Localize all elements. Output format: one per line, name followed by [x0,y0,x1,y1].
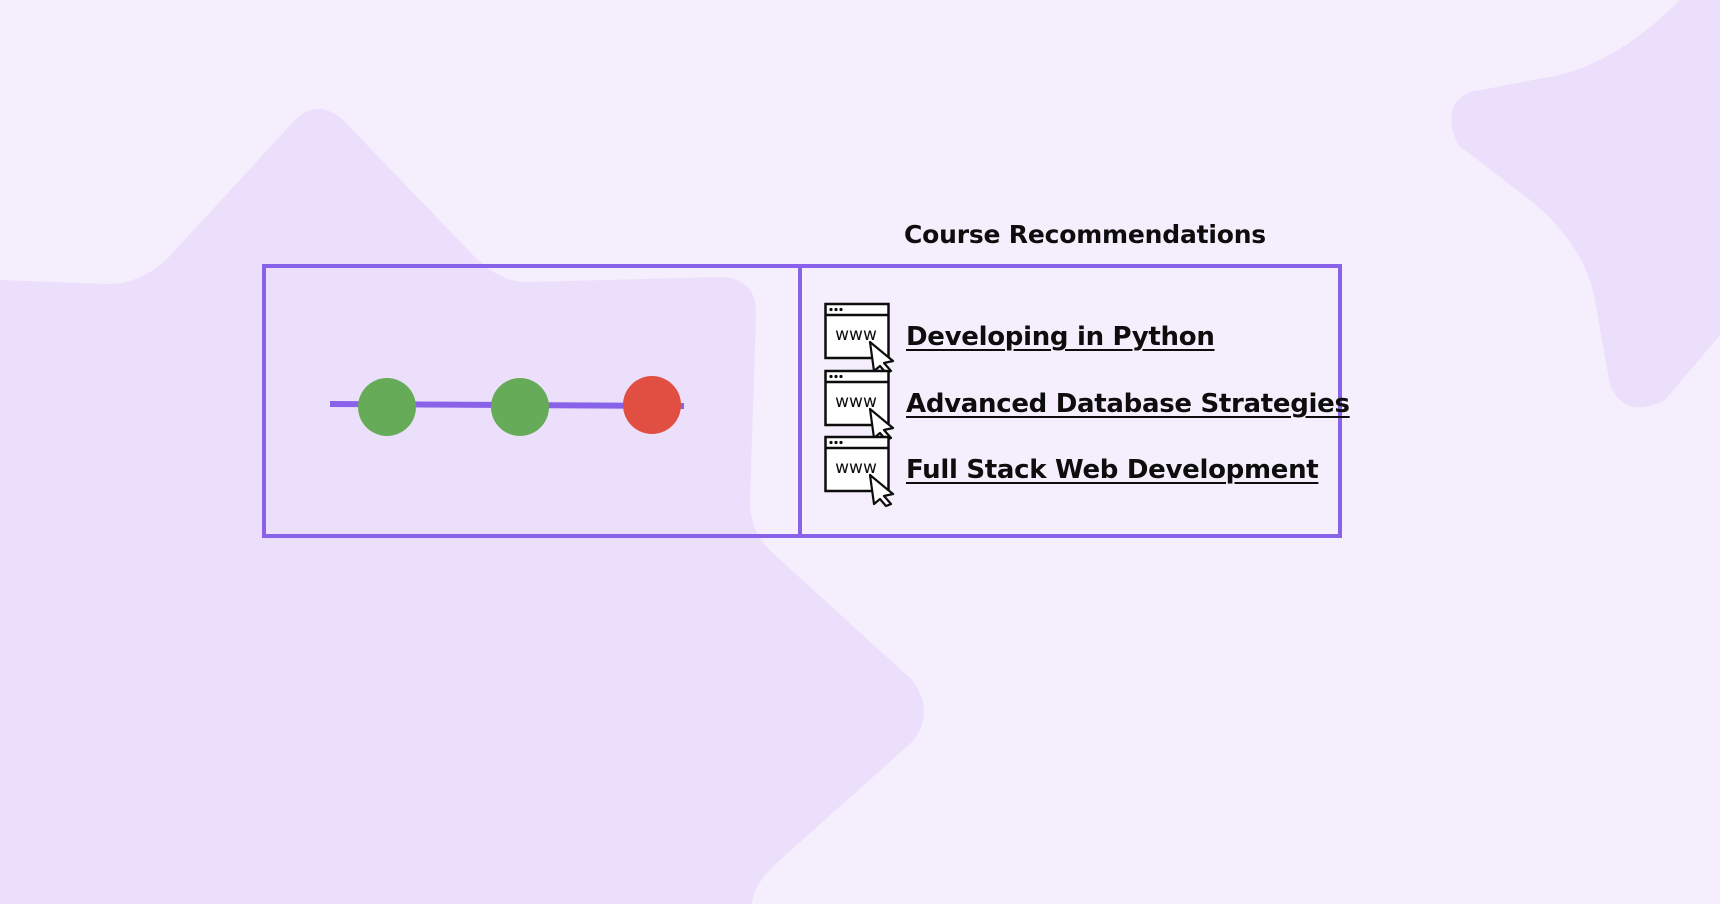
icon-www-text: www [835,458,877,478]
course-link[interactable]: Full Stack Web Development [906,455,1319,485]
icon-www-text: www [835,392,877,412]
course-item-advanced-database-strategies[interactable]: www Advanced Database Strategies [824,369,1350,441]
course-link[interactable]: Developing in Python [906,322,1215,352]
icon-www-text: www [835,325,877,345]
progress-step-1 [358,378,416,436]
course-item-full-stack-web-development[interactable]: www Full Stack Web Development [824,435,1334,507]
course-recommendations-panel: www Developing in Python www Advanced Da… [798,264,1350,538]
progress-tracker [329,376,685,436]
web-click-icon: www [824,435,895,507]
progress-step-3 [623,376,681,434]
course-item-developing-in-python[interactable]: www Developing in Python [824,302,1334,374]
background-shape-left [0,109,924,904]
progress-panel [262,264,802,538]
course-link[interactable]: Advanced Database Strategies [906,389,1350,419]
background-shape-right [1451,0,1720,408]
course-recommendations-title: Course Recommendations [904,220,1266,249]
web-click-icon: www [824,302,895,374]
web-click-icon: www [824,369,895,441]
progress-step-2 [491,378,549,436]
